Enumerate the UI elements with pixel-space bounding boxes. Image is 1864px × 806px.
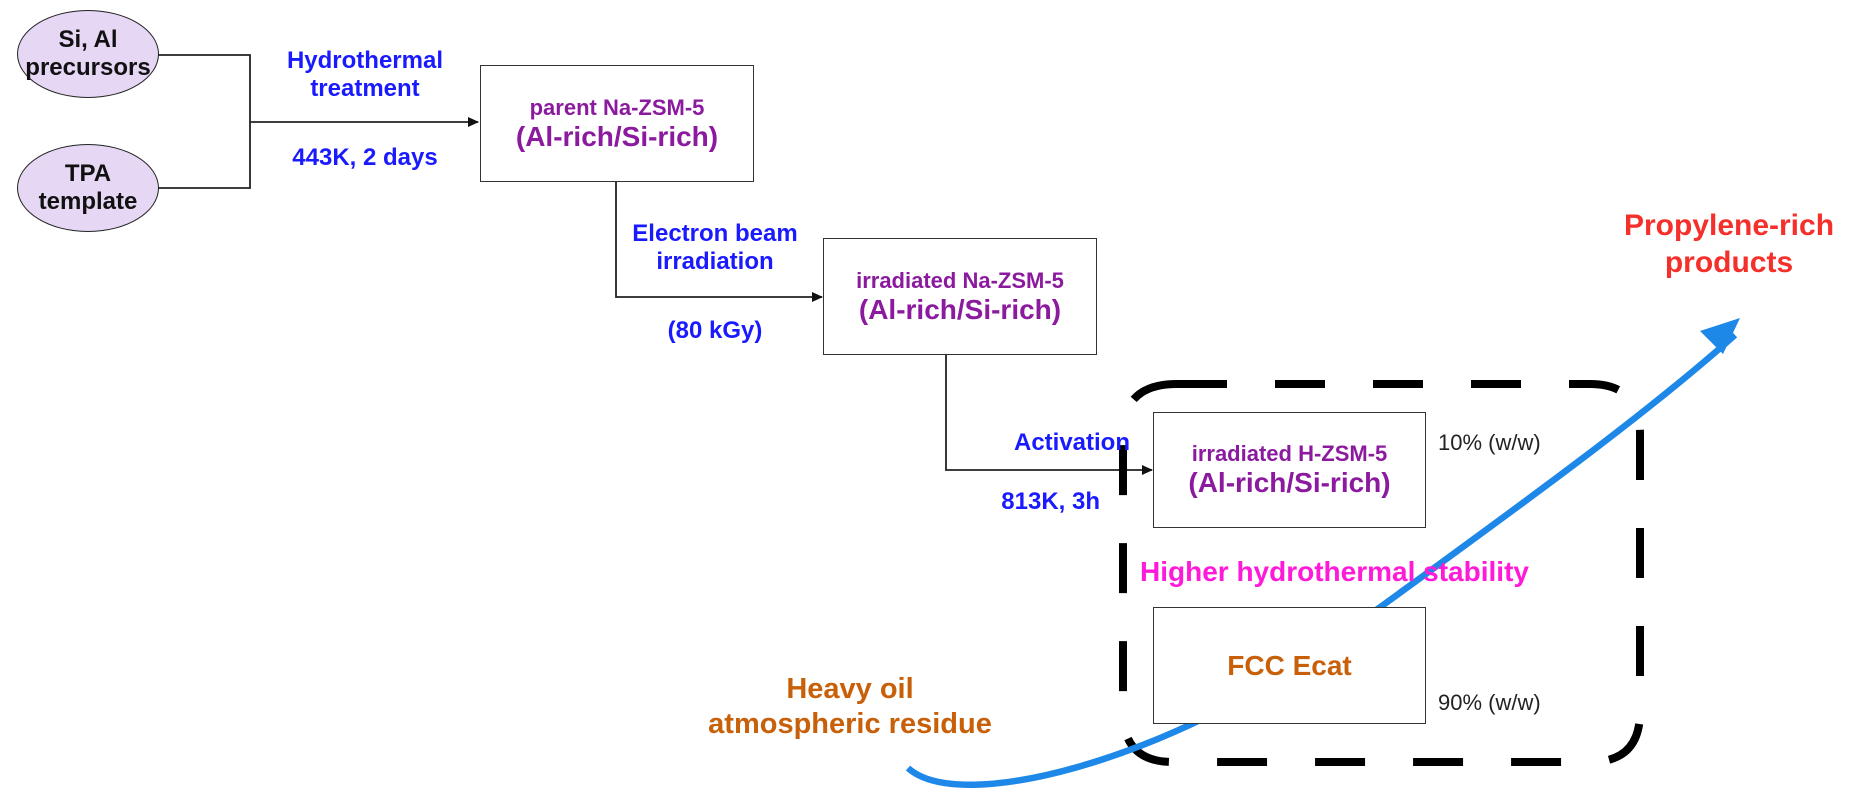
irradiated-h-line1: irradiated H-ZSM-5 bbox=[1191, 441, 1388, 466]
irradiated-na-line2: (Al-rich/Si-rich) bbox=[858, 293, 1062, 325]
irradiation-line2: irradiation bbox=[656, 248, 774, 276]
tpa-line2: template bbox=[38, 188, 138, 215]
feed-line1: Heavy oil bbox=[786, 673, 914, 705]
activation-arrow bbox=[945, 354, 1153, 475]
irradiation-arrow bbox=[615, 182, 823, 302]
fcc-fraction: 90% (w/w) bbox=[1438, 690, 1541, 715]
irradiation-label: Electron beam irradiation bbox=[610, 220, 820, 277]
stability-label: Higher hydrothermal stability bbox=[1140, 556, 1529, 587]
irradiated-na-line1: irradiated Na-ZSM-5 bbox=[856, 267, 1064, 293]
irradiation-line1: Electron beam bbox=[632, 220, 798, 247]
feed-label: Heavy oil atmospheric residue bbox=[700, 672, 1000, 743]
feed-line2: atmospheric residue bbox=[708, 708, 992, 741]
process-flow-arrowhead bbox=[1700, 318, 1740, 354]
activation-label: Activation bbox=[1013, 429, 1130, 456]
h-zsm5-fraction: 10% (w/w) bbox=[1438, 430, 1541, 455]
activation-condition: 813K, 3h bbox=[1001, 488, 1100, 515]
parent-line2: (Al-rich/Si-rich) bbox=[515, 120, 719, 152]
irradiated-h-line2: (Al-rich/Si-rich) bbox=[1188, 467, 1391, 498]
fcc-label: FCC Ecat bbox=[1227, 649, 1352, 681]
product-line2: products bbox=[1664, 245, 1794, 279]
si-al-precursors-node: Si, Al precursors bbox=[17, 10, 159, 98]
product-label: Propylene-rich products bbox=[1594, 208, 1864, 281]
irradiated-na-zsm5-node: irradiated Na-ZSM-5 (Al-rich/Si-rich) bbox=[823, 238, 1097, 355]
irradiated-h-zsm5-node: irradiated H-ZSM-5 (Al-rich/Si-rich) bbox=[1153, 412, 1426, 528]
parent-na-zsm5-node: parent Na-ZSM-5 (Al-rich/Si-rich) bbox=[480, 65, 754, 182]
hydrothermal-line2: treatment bbox=[310, 75, 420, 103]
input-connector bbox=[155, 54, 251, 189]
hydrothermal-line1: Hydrothermal bbox=[286, 47, 444, 74]
parent-line1: parent Na-ZSM-5 bbox=[529, 94, 705, 120]
hydrothermal-label: Hydrothermal treatment bbox=[260, 47, 470, 104]
tpa-template-node: TPA template bbox=[17, 144, 159, 232]
hydrothermal-condition: 443K, 2 days bbox=[292, 144, 438, 171]
si-al-line1: Si, Al bbox=[58, 25, 118, 53]
si-al-line2: precursors bbox=[25, 54, 151, 81]
product-line1: Propylene-rich bbox=[1623, 209, 1835, 242]
fcc-ecat-node: FCC Ecat bbox=[1153, 607, 1426, 724]
tpa-line1: TPA bbox=[64, 159, 112, 187]
irradiation-condition: (80 kGy) bbox=[667, 317, 763, 344]
